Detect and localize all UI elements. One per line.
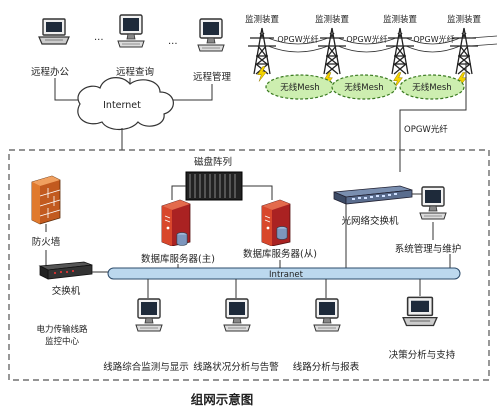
opgw-uplink <box>399 62 467 172</box>
internet-label: Internet <box>103 100 141 111</box>
mesh-label-1: 无线Mesh <box>280 82 319 93</box>
client-status-alarm-label: 线路状况分析与告警 <box>193 361 279 373</box>
internet-cloud: Internet <box>77 77 174 131</box>
ellipsis-1: ... <box>94 32 104 43</box>
remote-query-label: 远程查询 <box>116 66 154 78</box>
db-main-label: 数据库服务器(主) <box>141 253 215 265</box>
mesh-cloud-3 <box>399 74 465 100</box>
power-lines <box>267 35 497 53</box>
client-bus-links <box>147 279 421 298</box>
intranet-bus: Intranet <box>107 267 461 280</box>
db-server-slave: 数据库服务器(从) <box>243 199 317 260</box>
device-label-2: 监测装置 <box>315 14 350 25</box>
intranet-label: Intranet <box>269 270 304 280</box>
opgw-label-2: OPGW光纤 <box>346 34 387 44</box>
database-icon <box>176 232 188 246</box>
mesh-label-3: 无线Mesh <box>412 82 451 93</box>
center-name-line2: 监控中心 <box>45 336 80 347</box>
opgw-label-1: OPGW光纤 <box>277 34 318 44</box>
client-decision: 决策分析与支持 <box>389 296 456 361</box>
sys-mgmt-node: 系统管理与维护 <box>395 186 462 255</box>
sys-mgmt-label: 系统管理与维护 <box>395 243 462 255</box>
power-tower-icon <box>385 27 415 75</box>
disk-array-label: 磁盘阵列 <box>194 156 232 168</box>
optical-switch: 光网络交换机 <box>333 185 413 227</box>
client-monitor-display-label: 线路综合监测与显示 <box>103 361 189 373</box>
field-monitoring: 监测装置 监测装置 监测装置 监测装置 OPGW光纤 OPGW光纤 OPGW光纤… <box>245 14 497 100</box>
lightning-icon <box>257 66 267 82</box>
firewall-node: 防火墙 <box>31 175 61 248</box>
client-decision-label: 决策分析与支持 <box>389 349 456 361</box>
device-label-3: 监测装置 <box>383 14 418 25</box>
opgw-label-3: OPGW光纤 <box>413 34 454 44</box>
storage-links <box>171 185 273 200</box>
remote-query-node: 远程查询 <box>116 14 154 78</box>
remote-manage-node: 远程管理 <box>193 18 232 83</box>
device-label-1: 监测装置 <box>245 14 280 25</box>
database-icon <box>276 226 288 240</box>
center-name-line1: 电力传输线路 <box>36 324 88 335</box>
mesh-label-2: 无线Mesh <box>344 82 383 93</box>
remote-manage-label: 远程管理 <box>193 71 232 83</box>
server-bus-links <box>177 260 281 268</box>
client-status-alarm: 线路状况分析与告警 <box>193 298 279 373</box>
diagram-title: 组网示意图 <box>191 392 254 407</box>
client-analysis-report-label: 线路分析与报表 <box>293 361 360 373</box>
device-label-4: 监测装置 <box>447 14 482 25</box>
pc-icon <box>135 298 163 332</box>
switch-node: 交换机 <box>38 261 93 297</box>
db-server-main: 数据库服务器(主) <box>141 199 215 265</box>
power-tower-icon <box>317 27 347 75</box>
pc-icon <box>313 298 341 332</box>
pc-icon <box>117 14 145 48</box>
mesh-cloud-2 <box>331 74 397 100</box>
db-slave-label: 数据库服务器(从) <box>243 248 317 260</box>
disk-array: 磁盘阵列 <box>185 156 243 201</box>
client-monitor-display: 线路综合监测与显示 <box>103 298 189 373</box>
power-tower-icon <box>247 27 277 75</box>
laptop-icon <box>38 18 70 45</box>
switch-label: 交换机 <box>52 285 81 297</box>
laptop-icon <box>402 296 438 327</box>
client-analysis-report: 线路分析与报表 <box>293 298 360 373</box>
sys-mgmt-link <box>432 222 451 268</box>
pc-icon <box>419 186 447 220</box>
optical-switch-links <box>345 193 424 268</box>
firewall-label: 防火墙 <box>32 236 61 248</box>
opgw-uplink-label: OPGW光纤 <box>404 124 448 135</box>
ellipsis-2: ... <box>168 36 178 47</box>
pc-icon <box>223 298 251 332</box>
pc-icon <box>197 18 225 52</box>
monitoring-center-boundary <box>8 149 490 381</box>
remote-office-node: 远程办公 <box>31 18 70 78</box>
remote-office-label: 远程办公 <box>31 66 70 78</box>
optical-switch-label: 光网络交换机 <box>341 215 399 227</box>
